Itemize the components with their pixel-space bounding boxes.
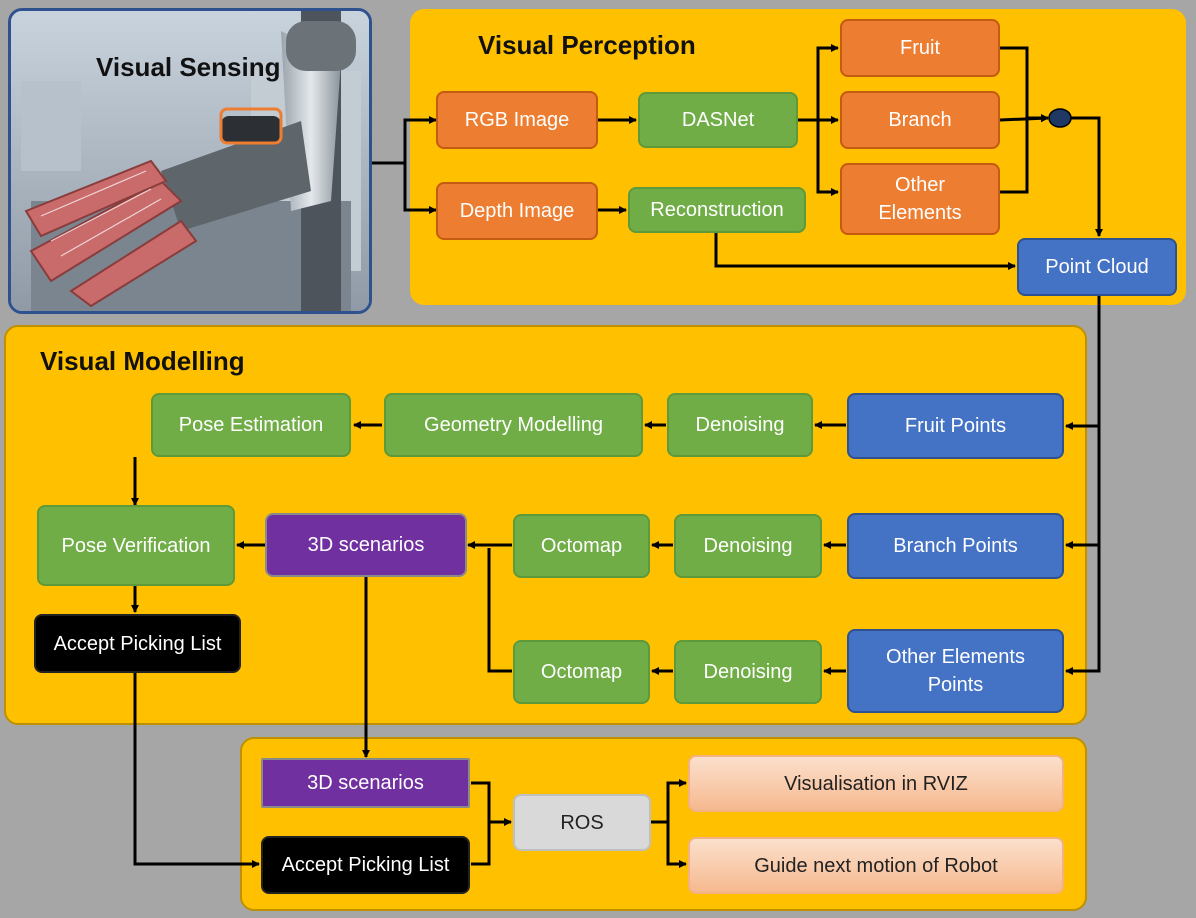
perception-title: Visual Perception (478, 30, 696, 60)
dasnet-box: DASNet (638, 92, 798, 148)
output-scenarios-box: 3D scenarios (261, 758, 470, 808)
octomap-other-box: Octomap (513, 640, 650, 704)
branch-box: Branch (840, 91, 1000, 149)
fruit-box: Fruit (840, 19, 1000, 77)
geometry-modelling-box: Geometry Modelling (384, 393, 643, 457)
robot-arm-illustration: Visual Sensing (11, 11, 369, 311)
ros-box: ROS (513, 794, 651, 851)
point-cloud-box: Point Cloud (1017, 238, 1177, 296)
branch-points-box: Branch Points (847, 513, 1064, 579)
reconstruction-box: Reconstruction (628, 187, 806, 233)
fruit-points-box: Fruit Points (847, 393, 1064, 459)
depth-image-box: Depth Image (436, 182, 598, 240)
octomap-branch-box: Octomap (513, 514, 650, 578)
scenarios-box: 3D scenarios (265, 513, 467, 577)
other-elements-points-box: Other Elements Points (847, 629, 1064, 713)
denoising-other-box: Denoising (674, 640, 822, 704)
output-accept-list-box: Accept Picking List (261, 836, 470, 894)
sensing-title: Visual Sensing (96, 52, 280, 82)
pose-verification-box: Pose Verification (37, 505, 235, 586)
merge-node (1048, 108, 1072, 128)
guide-motion-box: Guide next motion of Robot (688, 837, 1064, 894)
rviz-box: Visualisation in RVIZ (688, 755, 1064, 812)
accept-picking-list-box: Accept Picking List (34, 614, 241, 673)
rgb-image-box: RGB Image (436, 91, 598, 149)
visual-sensing-photo: Visual Sensing (8, 8, 372, 314)
modelling-title: Visual Modelling (40, 346, 245, 376)
denoising-branch-box: Denoising (674, 514, 822, 578)
other-elements-box: Other Elements (840, 163, 1000, 235)
denoising-fruit-box: Denoising (667, 393, 813, 457)
pose-estimation-box: Pose Estimation (151, 393, 351, 457)
